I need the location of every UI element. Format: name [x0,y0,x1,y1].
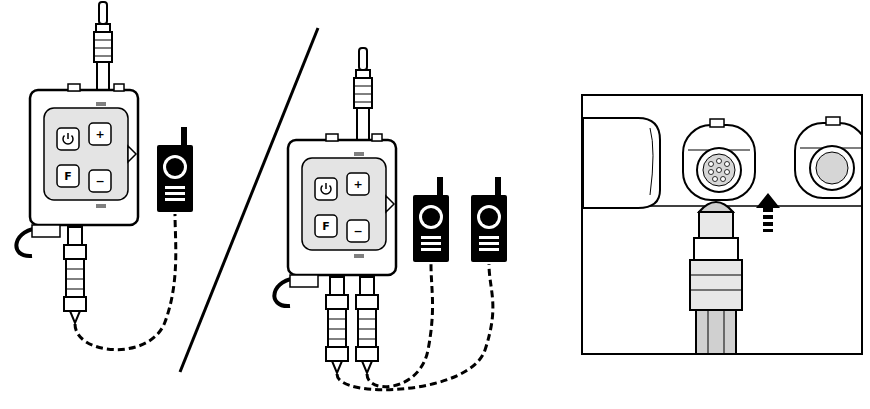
button-label: + [353,179,362,190]
button-label: − [353,226,362,237]
button-label: F [64,171,72,182]
button-label: − [95,176,104,187]
button-label: + [95,129,104,140]
button-label: F [322,221,330,232]
